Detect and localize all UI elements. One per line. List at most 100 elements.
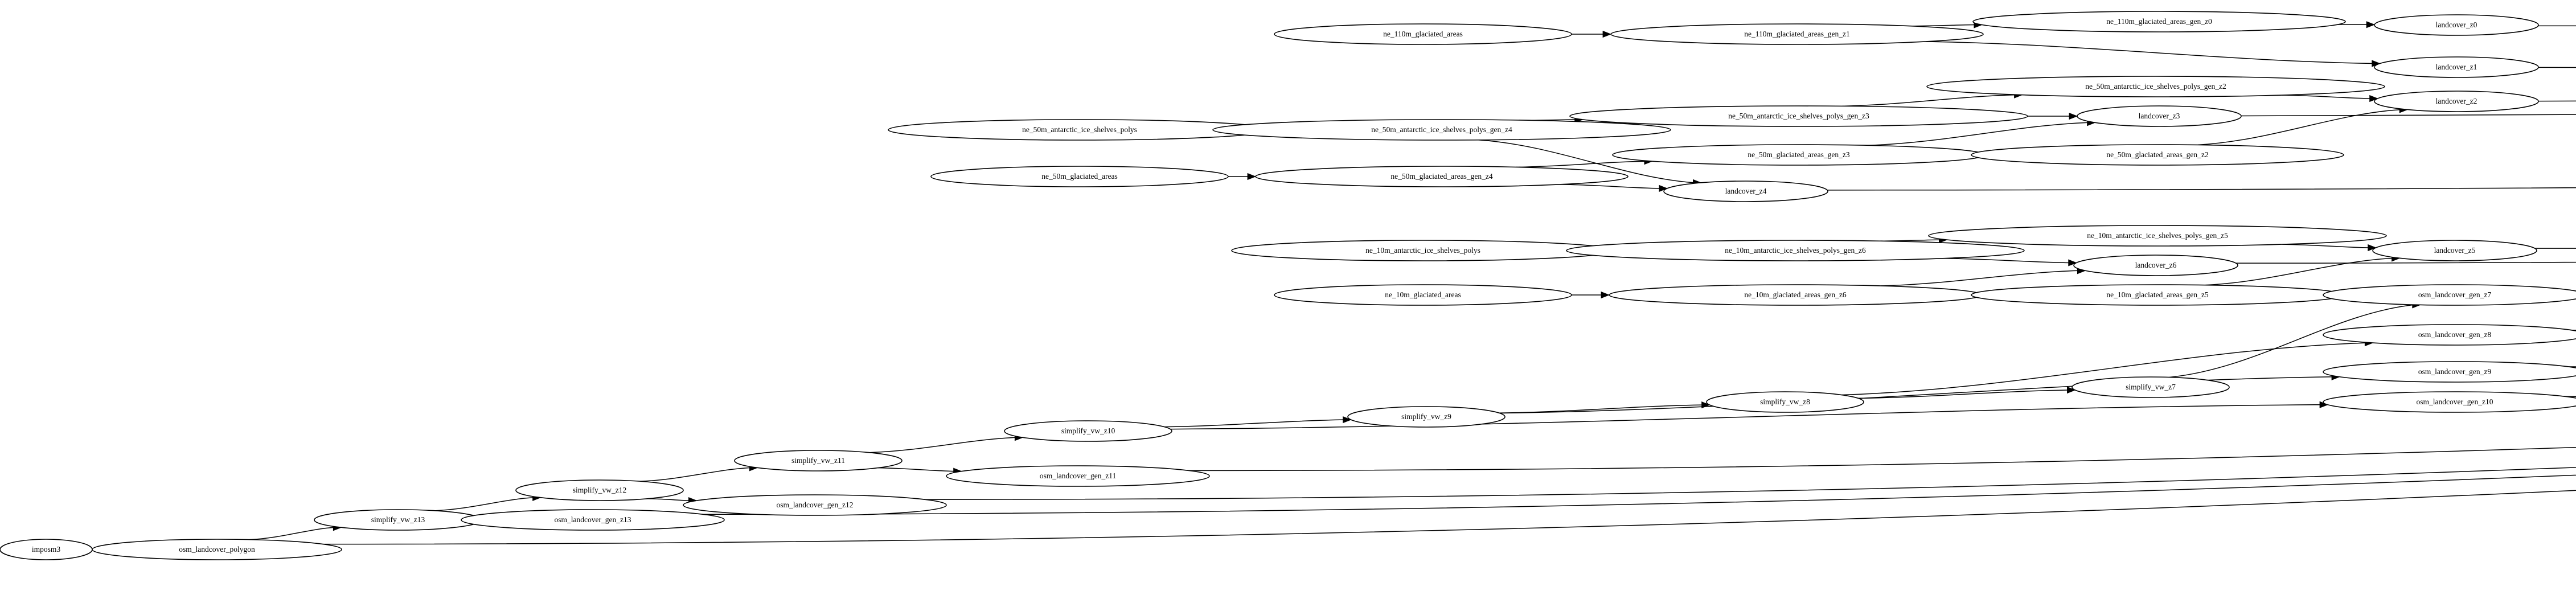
- node-ellipse: [2323, 361, 2576, 383]
- node-ellipse: [2323, 391, 2576, 413]
- node-osm_landcover_gen_z8[interactable]: osm_landcover_gen_z8: [2323, 324, 2576, 346]
- node-ellipse: [1569, 105, 2028, 127]
- edge-landcover_z0-to-layer_landcover-z0: [2538, 25, 2576, 27]
- node-ne_10m_antarctic_ice_shelves_polys_gen_z6[interactable]: ne_10m_antarctic_ice_shelves_polys_gen_z…: [1566, 240, 2025, 261]
- node-ne_50m_antarctic_ice_shelves_polys_gen_z2[interactable]: ne_50m_antarctic_ice_shelves_polys_gen_z…: [1926, 76, 2385, 97]
- node-label: simplify_vw_z11: [791, 456, 845, 465]
- node-osm_landcover_gen_z13[interactable]: osm_landcover_gen_z13: [461, 509, 725, 531]
- edge-osm_landcover_gen_z8-to-layer_landcover-z8: [2572, 330, 2576, 331]
- node-label: landcover_z1: [2436, 63, 2477, 71]
- node-ellipse: [2323, 324, 2576, 346]
- node-ne_50m_antarctic_ice_shelves_polys_gen_z3[interactable]: ne_50m_antarctic_ice_shelves_polys_gen_z…: [1569, 105, 2028, 127]
- node-ellipse: [930, 166, 1229, 187]
- edge-simplify_vw_z7-to-osm_landcover_gen_z7: [2169, 304, 2414, 378]
- node-ellipse: [2323, 284, 2576, 306]
- node-ne_110m_glaciated_areas_gen_z1[interactable]: ne_110m_glaciated_areas_gen_z1: [1610, 23, 1984, 45]
- node-simplify_vw_z13[interactable]: simplify_vw_z13: [314, 509, 482, 531]
- node-landcover_z2[interactable]: landcover_z2: [2374, 91, 2539, 112]
- node-label: ne_10m_antarctic_ice_shelves_polys_gen_z…: [2087, 231, 2228, 240]
- node-ellipse: [461, 509, 725, 531]
- edge-osm_landcover_gen_z12-to-layer_landcover-z12: [925, 467, 2576, 500]
- node-label: imposm3: [32, 545, 61, 553]
- node-ellipse: [1274, 284, 1572, 306]
- node-osm_landcover_gen_z7[interactable]: osm_landcover_gen_z7: [2323, 284, 2576, 306]
- node-label: osm_landcover_gen_z11: [1040, 471, 1116, 480]
- node-imposm3[interactable]: imposm3: [0, 539, 93, 560]
- node-ellipse: [734, 450, 903, 471]
- edge-ne_110m_glaciated_areas_gen_z1-to-landcover_z1: [1926, 41, 2373, 64]
- node-ne_10m_glaciated_areas_gen_z6[interactable]: ne_10m_glaciated_areas_gen_z6: [1609, 284, 1982, 306]
- node-label: simplify_vw_z13: [371, 515, 425, 524]
- node-label: osm_landcover_polygon: [179, 545, 255, 553]
- node-osm_landcover_polygon[interactable]: osm_landcover_polygon: [92, 539, 342, 560]
- edge-arrowhead: [1247, 173, 1257, 181]
- node-ne_10m_antarctic_ice_shelves_polys_gen_z5[interactable]: ne_10m_antarctic_ice_shelves_polys_gen_z…: [1928, 225, 2387, 247]
- edge-landcover_z2-to-layer_landcover-z2: [2538, 100, 2576, 102]
- edge-ne_50m_glaciated_areas_gen_z2-to-landcover_z2: [2198, 109, 2401, 146]
- node-osm_landcover_gen_z12[interactable]: osm_landcover_gen_z12: [683, 494, 947, 516]
- node-ellipse: [1610, 23, 1984, 45]
- node-ne_50m_glaciated_areas[interactable]: ne_50m_glaciated_areas: [930, 166, 1229, 187]
- node-landcover_z0[interactable]: landcover_z0: [2374, 14, 2539, 36]
- node-label: landcover_z0: [2436, 20, 2477, 29]
- edge-landcover_z1-to-layer_landcover-z1: [2538, 67, 2576, 68]
- node-landcover_z1[interactable]: landcover_z1: [2374, 56, 2539, 78]
- node-ellipse: [515, 479, 684, 501]
- node-ne_10m_glaciated_areas_gen_z5[interactable]: ne_10m_glaciated_areas_gen_z5: [1971, 284, 2344, 306]
- edge-osm_landcover_polygon-to-simplify_vw_z13: [249, 527, 335, 540]
- node-simplify_vw_z7[interactable]: simplify_vw_z7: [2072, 376, 2230, 398]
- node-label: ne_50m_glaciated_areas_gen_z4: [1390, 172, 1492, 181]
- node-label: simplify_vw_z8: [1760, 397, 1810, 406]
- node-label: landcover_z6: [2135, 261, 2177, 269]
- node-label: landcover_z5: [2434, 246, 2476, 255]
- node-layer: imposm3 osm_landcover_polygon simplify_vw_…: [0, 11, 2576, 560]
- node-osm_landcover_gen_z10[interactable]: osm_landcover_gen_z10: [2323, 391, 2576, 413]
- edge-simplify_vw_z11-to-osm_landcover_gen_z11: [877, 467, 955, 472]
- node-ellipse: [2073, 255, 2238, 276]
- edge-ne_50m_antarctic_ice_shelves_polys_gen_z2-to-landcover_z2: [2282, 95, 2371, 99]
- node-label: landcover_z3: [2139, 112, 2180, 120]
- node-ellipse: [1255, 166, 1629, 187]
- node-ne_50m_antarctic_ice_shelves_polys[interactable]: ne_50m_antarctic_ice_shelves_polys: [888, 119, 1271, 141]
- node-ne_50m_glaciated_areas_gen_z2[interactable]: ne_50m_glaciated_areas_gen_z2: [1971, 144, 2344, 166]
- node-label: ne_50m_antarctic_ice_shelves_polys_gen_z…: [1371, 125, 1512, 134]
- node-label: osm_landcover_gen_z13: [555, 515, 631, 524]
- edge-simplify_vw_z13-to-simplify_vw_z12: [434, 497, 534, 511]
- edge-arrowhead: [1601, 291, 1610, 299]
- node-label: ne_50m_antarctic_ice_shelves_polys_gen_z…: [2085, 82, 2226, 91]
- node-label: ne_110m_glaciated_areas: [1383, 30, 1463, 38]
- node-simplify_vw_z12[interactable]: simplify_vw_z12: [515, 479, 684, 501]
- node-landcover_z6[interactable]: landcover_z6: [2073, 255, 2238, 276]
- node-landcover_z3[interactable]: landcover_z3: [2077, 105, 2242, 127]
- node-ellipse: [1566, 240, 2025, 261]
- node-ne_50m_glaciated_areas_gen_z3[interactable]: ne_50m_glaciated_areas_gen_z3: [1612, 144, 1986, 166]
- edge-ne_50m_glaciated_areas_gen_z4-to-landcover_z4: [1560, 184, 1660, 189]
- node-ellipse: [1971, 144, 2344, 166]
- node-label: ne_50m_glaciated_areas_gen_z3: [1748, 150, 1849, 159]
- node-osm_landcover_gen_z9[interactable]: osm_landcover_gen_z9: [2323, 361, 2576, 383]
- edge-ne_10m_glaciated_areas_gen_z6-to-landcover_z6: [1881, 270, 2079, 286]
- node-ne_110m_glaciated_areas_gen_z0[interactable]: ne_110m_glaciated_areas_gen_z0: [1972, 11, 2346, 32]
- node-ne_50m_glaciated_areas_gen_z4[interactable]: ne_50m_glaciated_areas_gen_z4: [1255, 166, 1629, 187]
- node-simplify_vw_z8[interactable]: simplify_vw_z8: [1706, 391, 1864, 413]
- node-landcover_z4[interactable]: landcover_z4: [1663, 181, 1828, 202]
- edge-simplify_vw_z10-to-simplify_vw_z9: [1164, 419, 1344, 428]
- edge-simplify_vw_z9-to-simplify_vw_z8: [1499, 404, 1703, 413]
- node-ellipse: [2072, 376, 2230, 398]
- node-ellipse: [1212, 119, 1671, 141]
- node-osm_landcover_gen_z11[interactable]: osm_landcover_gen_z11: [946, 465, 1210, 487]
- node-ne_50m_antarctic_ice_shelves_polys_gen_z4[interactable]: ne_50m_antarctic_ice_shelves_polys_gen_z…: [1212, 119, 1671, 141]
- node-ellipse: [1706, 391, 1864, 413]
- node-ne_110m_glaciated_areas[interactable]: ne_110m_glaciated_areas: [1274, 23, 1572, 45]
- node-ne_10m_glaciated_areas[interactable]: ne_10m_glaciated_areas: [1274, 284, 1572, 306]
- node-ne_10m_antarctic_ice_shelves_polys[interactable]: ne_10m_antarctic_ice_shelves_polys: [1231, 240, 1615, 261]
- edge-osm_landcover_gen_z11-to-layer_landcover-z11: [1189, 446, 2576, 471]
- node-simplify_vw_z10[interactable]: simplify_vw_z10: [1004, 420, 1172, 442]
- edge-arrowhead: [2067, 386, 2076, 394]
- node-simplify_vw_z11[interactable]: simplify_vw_z11: [734, 450, 903, 471]
- node-label: ne_50m_antarctic_ice_shelves_polys: [1022, 125, 1137, 134]
- node-simplify_vw_z9[interactable]: simplify_vw_z9: [1347, 406, 1506, 428]
- node-label: osm_landcover_gen_z12: [777, 501, 854, 509]
- node-landcover_z5[interactable]: landcover_z5: [2372, 240, 2537, 261]
